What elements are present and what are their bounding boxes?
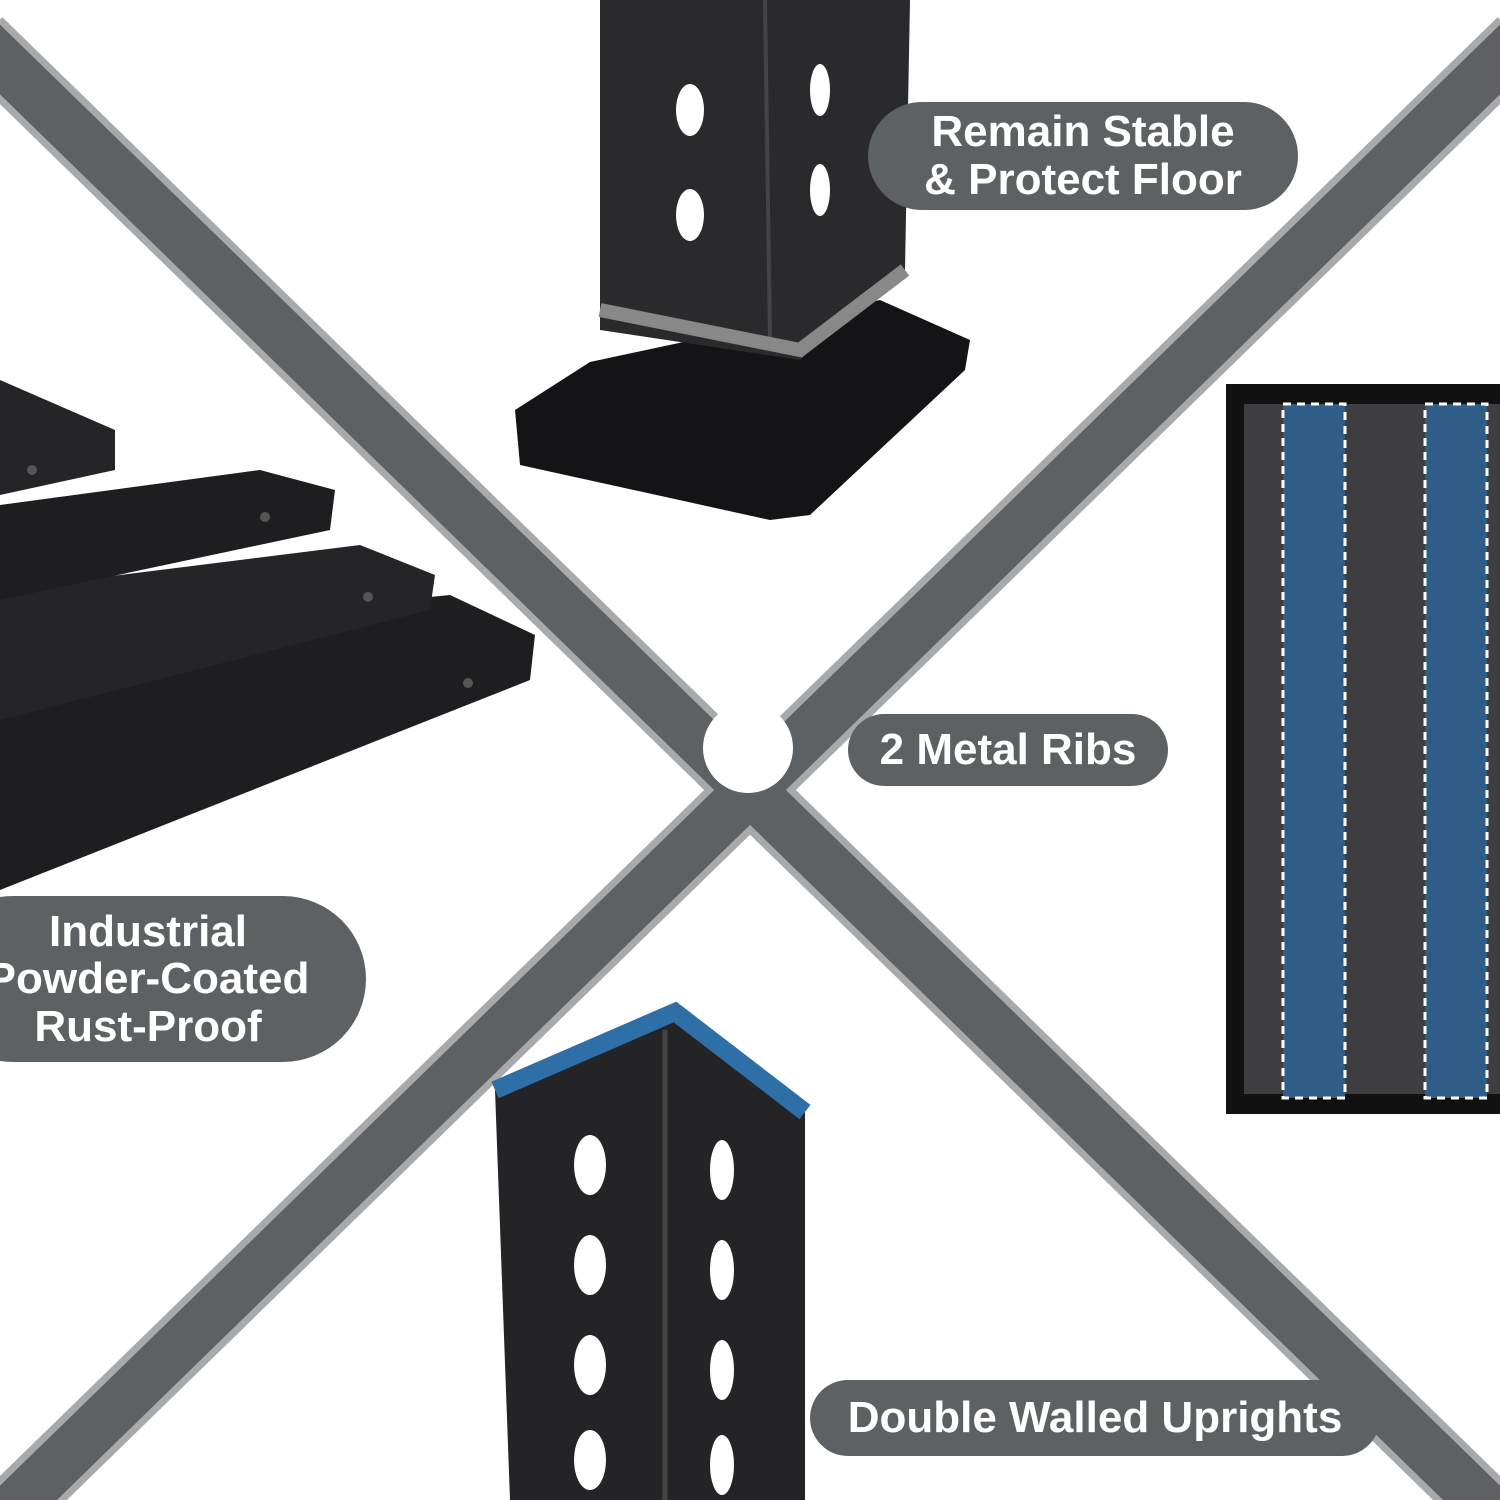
upright-with-foot-image <box>515 0 970 520</box>
label-line: Industrial <box>48 906 248 956</box>
x-divider <box>0 17 1500 1500</box>
label-line: Powder-Coated <box>0 954 310 1004</box>
label-line: Double Walled Uprights <box>847 1393 1343 1443</box>
metal-ribs-panel-image <box>1226 384 1500 1114</box>
label-double-walled-uprights: Double Walled Uprights <box>810 1380 1380 1456</box>
label-metal-ribs: 2 Metal Ribs <box>848 714 1168 786</box>
label-line: Rust-Proof <box>34 1001 262 1051</box>
label-line: & Protect Floor <box>924 155 1242 204</box>
stacked-shelves-image <box>0 380 535 890</box>
label-line: 2 Metal Ribs <box>879 725 1137 775</box>
label-powder-coated: Industrial Powder-Coated Rust-Proof <box>0 896 366 1062</box>
double-walled-upright-image <box>491 1001 811 1500</box>
label-line: Remain Stable <box>931 107 1235 157</box>
label-remain-stable: Remain Stable & Protect Floor <box>868 102 1298 210</box>
